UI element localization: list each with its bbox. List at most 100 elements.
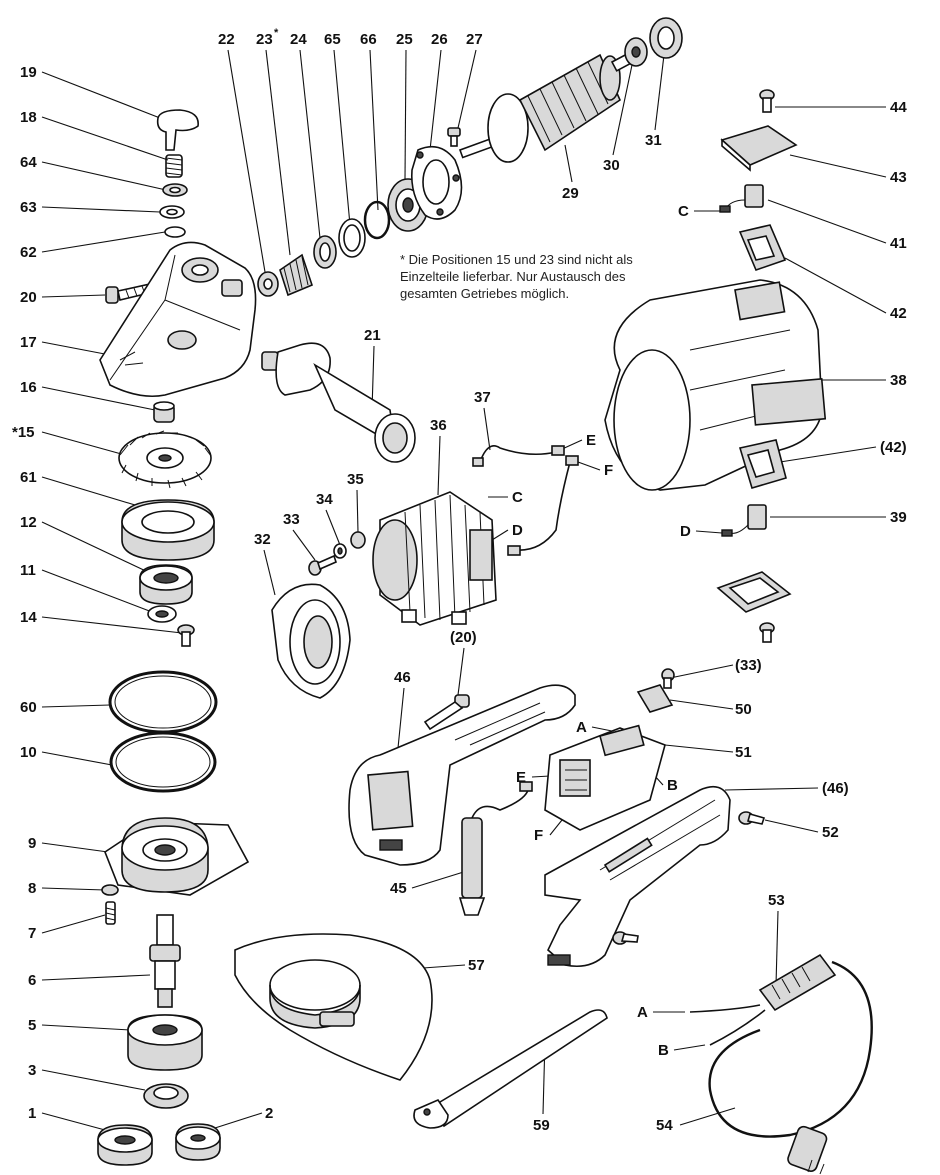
svg-text:36: 36 bbox=[430, 417, 447, 434]
svg-text:37: 37 bbox=[474, 389, 491, 406]
label-11: 11 bbox=[20, 562, 153, 613]
label-33b: (33) bbox=[669, 657, 762, 679]
svg-text:54: 54 bbox=[656, 1117, 673, 1134]
part-54-power-cable bbox=[689, 960, 873, 1175]
connector-e-switch: E bbox=[516, 769, 551, 786]
label-7: 7 bbox=[28, 914, 106, 942]
connector-c-right: C bbox=[678, 203, 722, 220]
svg-text:31: 31 bbox=[645, 132, 662, 149]
label-10: 10 bbox=[20, 744, 113, 766]
part-44-screw bbox=[759, 89, 775, 113]
svg-text:(46): (46) bbox=[822, 780, 849, 797]
svg-text:35: 35 bbox=[347, 471, 364, 488]
label-16: 16 bbox=[20, 379, 156, 411]
part-52b-screw bbox=[612, 931, 639, 945]
label-2: 2 bbox=[214, 1105, 273, 1129]
svg-text:E: E bbox=[516, 769, 526, 786]
part-31-bearing-cap bbox=[649, 17, 683, 59]
svg-text:64: 64 bbox=[20, 154, 37, 171]
svg-text:(33): (33) bbox=[735, 657, 762, 674]
label-65: 65 bbox=[324, 31, 351, 226]
part-16-bush bbox=[153, 401, 175, 423]
svg-text:60: 60 bbox=[20, 699, 37, 716]
svg-text:2: 2 bbox=[265, 1105, 273, 1122]
label-1: 1 bbox=[28, 1105, 106, 1131]
part-26-bearing-plate bbox=[410, 145, 463, 220]
part-12-ball-bearing bbox=[139, 564, 193, 605]
svg-text:20: 20 bbox=[20, 289, 37, 306]
part-2-quick-nut bbox=[175, 1123, 221, 1161]
svg-text:30: 30 bbox=[603, 157, 620, 174]
label-46b: (46) bbox=[724, 780, 849, 797]
label-34: 34 bbox=[316, 491, 341, 546]
label-54: 54 bbox=[656, 1107, 736, 1134]
svg-text:5: 5 bbox=[28, 1017, 36, 1034]
part-29-armature bbox=[458, 51, 636, 163]
part-21-side-handle bbox=[261, 342, 416, 463]
label-51: 51 bbox=[664, 744, 752, 761]
part-65-ring bbox=[338, 218, 366, 258]
label-46: 46 bbox=[394, 669, 411, 749]
svg-text:43: 43 bbox=[890, 169, 907, 186]
svg-text:21: 21 bbox=[364, 327, 381, 344]
svg-text:34: 34 bbox=[316, 491, 333, 508]
part-17-gear-housing bbox=[99, 241, 257, 398]
label-29: 29 bbox=[562, 144, 579, 202]
svg-text:D: D bbox=[680, 523, 691, 540]
part-42-brush-holder bbox=[738, 224, 787, 272]
part-35-nut bbox=[350, 531, 366, 549]
svg-text:F: F bbox=[604, 462, 613, 479]
svg-text:18: 18 bbox=[20, 109, 37, 126]
svg-text:45: 45 bbox=[390, 880, 407, 897]
part-18-spring bbox=[165, 154, 183, 178]
label-53: 53 bbox=[768, 892, 785, 986]
label-31: 31 bbox=[645, 54, 665, 149]
label-62: 62 bbox=[20, 231, 166, 261]
label-8: 8 bbox=[28, 880, 106, 897]
label-63: 63 bbox=[20, 199, 161, 216]
svg-text:10: 10 bbox=[20, 744, 37, 761]
label-20b: (20) bbox=[450, 629, 477, 696]
svg-text:32: 32 bbox=[254, 531, 271, 548]
part-57-wheel-guard bbox=[234, 933, 433, 1081]
svg-text:D: D bbox=[512, 522, 523, 539]
part-41-carbon-brush bbox=[719, 184, 764, 213]
label-52: 52 bbox=[764, 819, 839, 841]
svg-text:(20): (20) bbox=[450, 629, 477, 646]
part-66-circlip bbox=[363, 200, 391, 240]
note-line-3: gesamten Getriebes möglich. bbox=[400, 286, 569, 301]
label-41: 41 bbox=[767, 199, 907, 252]
part-10-ring bbox=[109, 731, 217, 793]
part-44b-screw bbox=[759, 622, 775, 643]
label-42: 42 bbox=[784, 257, 907, 322]
part-61-bearing-ring bbox=[121, 499, 215, 561]
label-43: 43 bbox=[789, 154, 907, 186]
label-27: 27 bbox=[457, 31, 483, 129]
svg-text:27: 27 bbox=[466, 31, 483, 48]
part-51-switch bbox=[544, 724, 666, 831]
svg-text:51: 51 bbox=[735, 744, 752, 761]
label-33: 33 bbox=[283, 511, 316, 561]
svg-text:53: 53 bbox=[768, 892, 785, 909]
label-60: 60 bbox=[20, 699, 111, 716]
note-line-1: * Die Positionen 15 und 23 sind nicht al… bbox=[400, 252, 633, 267]
label-25: 25 bbox=[396, 31, 413, 181]
svg-text:22: 22 bbox=[218, 31, 235, 48]
part-7-screw bbox=[105, 901, 116, 925]
part-32-air-baffle bbox=[271, 583, 351, 699]
label-5: 5 bbox=[28, 1017, 131, 1034]
svg-text:26: 26 bbox=[431, 31, 448, 48]
label-24: 24 bbox=[290, 31, 321, 239]
label-42b: (42) bbox=[779, 439, 907, 463]
part-5-inner-flange bbox=[127, 1014, 203, 1071]
label-61: 61 bbox=[20, 469, 136, 506]
svg-text:12: 12 bbox=[20, 514, 37, 531]
svg-text:B: B bbox=[658, 1042, 669, 1059]
svg-text:9: 9 bbox=[28, 835, 36, 852]
svg-text:23: 23 bbox=[256, 31, 273, 48]
part-63-washer bbox=[159, 205, 185, 219]
svg-text:41: 41 bbox=[890, 235, 907, 252]
label-64: 64 bbox=[20, 154, 167, 191]
svg-text:39: 39 bbox=[890, 509, 907, 526]
part-52-screw bbox=[738, 811, 766, 825]
